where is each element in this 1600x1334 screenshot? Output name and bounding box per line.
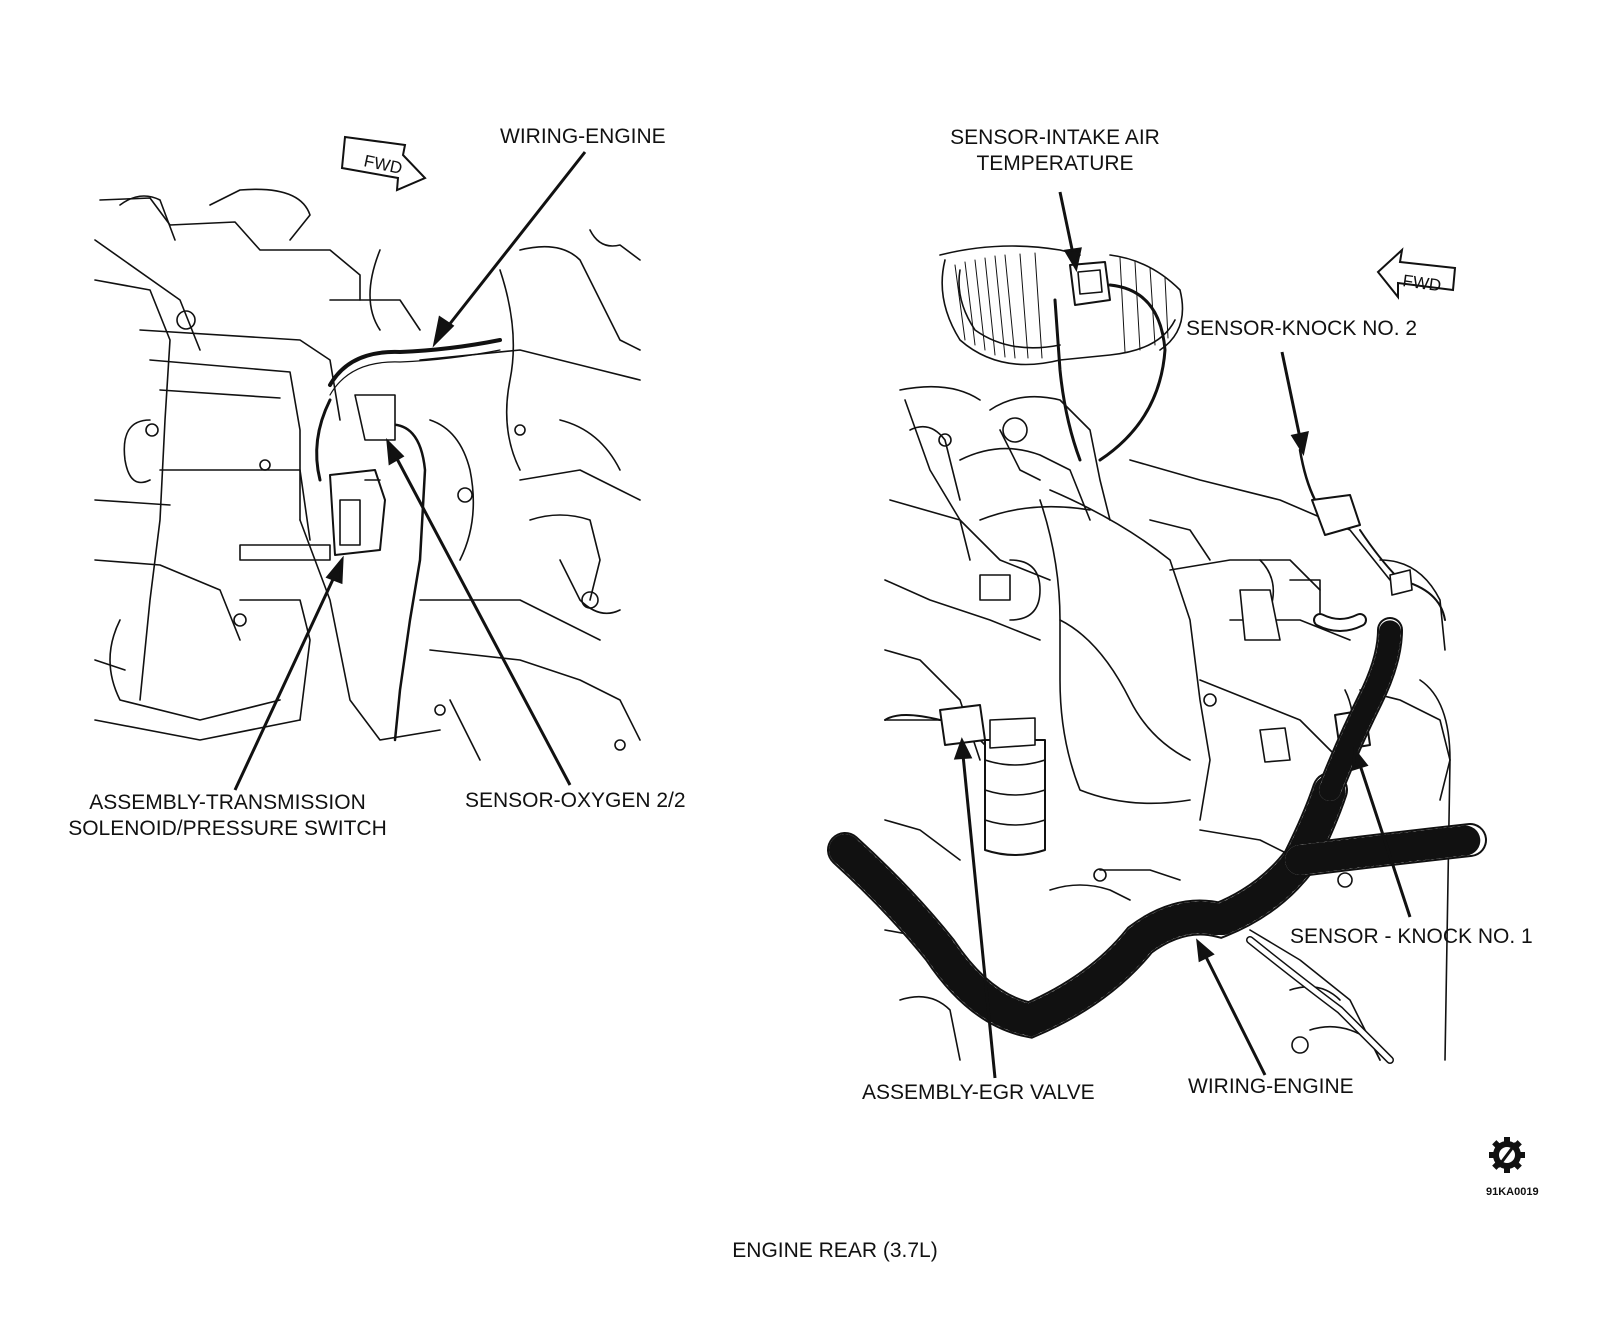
label-trans-solenoid: ASSEMBLY-TRANSMISSION SOLENOID/PRESSURE … (50, 790, 405, 842)
label-knock-sensor-2: SENSOR-KNOCK NO. 2 (1186, 317, 1418, 340)
label-iat-sensor: SENSOR-INTAKE AIR TEMPERATURE (930, 125, 1180, 177)
right-harness (827, 613, 1487, 1064)
label-iat-line2: TEMPERATURE (976, 152, 1134, 175)
service-gear-logo (1489, 1137, 1525, 1173)
fwd-arrow-left: FWD (340, 135, 427, 192)
fwd-label-right: FWD (1401, 271, 1442, 295)
right-leader-lines (953, 191, 1412, 1079)
left-engine-drawing (94, 188, 641, 770)
fwd-arrow-right: FWD (1376, 247, 1457, 300)
figure-id: 91KA0019 (1486, 1186, 1539, 1198)
label-knock-sensor-1: SENSOR - KNOCK NO. 1 (1290, 925, 1533, 948)
left-leader-lines (233, 151, 587, 791)
label-egr-valve: ASSEMBLY-EGR VALVE (862, 1081, 1095, 1104)
label-wiring-engine-left: WIRING-ENGINE (500, 125, 666, 148)
label-trans-solenoid-line2: SOLENOID/PRESSURE SWITCH (68, 817, 387, 840)
label-wiring-engine-right: WIRING-ENGINE (1188, 1075, 1354, 1098)
label-oxygen-sensor: SENSOR-OXYGEN 2/2 (465, 789, 686, 812)
label-iat-line1: SENSOR-INTAKE AIR (950, 126, 1160, 149)
diagram-caption: ENGINE REAR (3.7L) (732, 1239, 938, 1262)
label-trans-solenoid-line1: ASSEMBLY-TRANSMISSION (89, 791, 366, 814)
